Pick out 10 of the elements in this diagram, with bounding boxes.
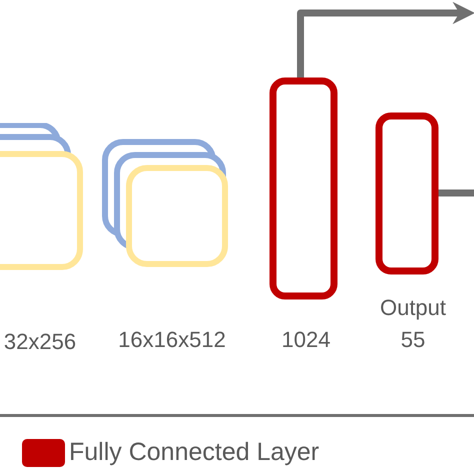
layer-size-label: 32x256 [2, 328, 78, 356]
arrow [297, 2, 474, 79]
connector-line [438, 190, 474, 196]
layer-size-label: Output 55 [378, 294, 448, 354]
legend-label: Fully Connected Layer [69, 438, 320, 467]
layer-box [375, 112, 439, 275]
feature-map-stack [101, 138, 229, 269]
layer-box [269, 77, 338, 300]
layer-size-label: 1024 [280, 326, 332, 354]
layer-size-label: 16x16x512 [117, 326, 227, 354]
